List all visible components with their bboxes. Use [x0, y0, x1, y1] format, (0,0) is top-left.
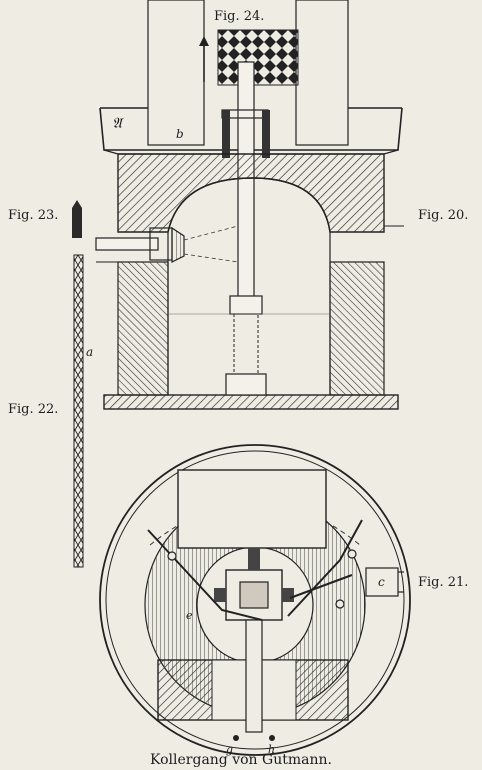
letter-h: h: [268, 743, 276, 756]
fig22-label: Fig. 22.: [8, 402, 59, 417]
fig24-label: Fig. 24.: [214, 9, 265, 24]
letter-c: c: [378, 575, 385, 589]
letter-b: b: [176, 127, 184, 141]
letter-e: e: [186, 609, 193, 622]
fig23-label: Fig. 23.: [8, 208, 59, 223]
fig20-label: Fig. 20.: [418, 208, 469, 223]
fig20-drawing: [95, 0, 404, 410]
letter-g: g: [226, 743, 234, 756]
fig22-drawing: [73, 254, 84, 568]
fig21-label: Fig. 21.: [418, 575, 469, 590]
figure-caption: Kollergang von Gutmann.: [150, 752, 332, 768]
fig21-drawing: [99, 444, 411, 756]
letter-A: 𝔄: [112, 114, 122, 132]
letter-a: a: [86, 345, 94, 359]
fig23-drawing: [72, 200, 82, 238]
